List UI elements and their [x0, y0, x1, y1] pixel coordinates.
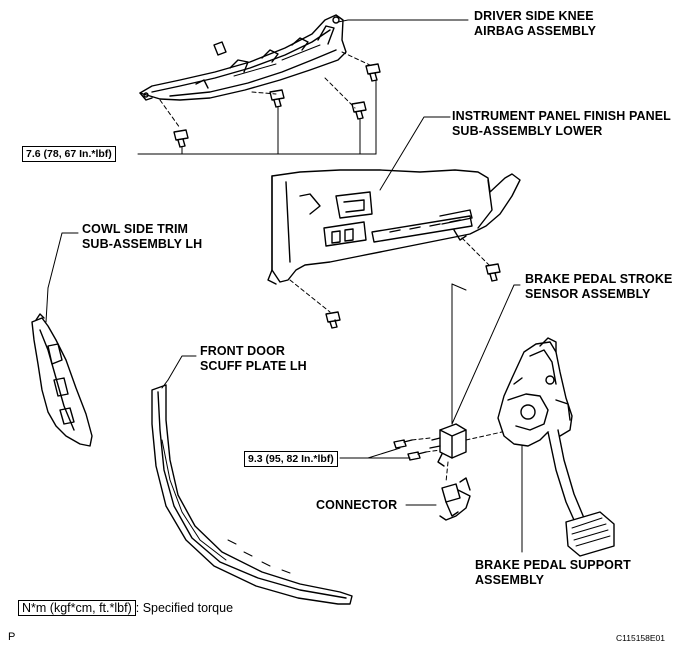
- cowl-side-trim-part: [31, 287, 93, 447]
- bolt-icon: [269, 89, 285, 108]
- torque-spec-sensor-bolts: 9.3 (95, 82 In.*lbf): [244, 451, 338, 467]
- legend-description: : Specified torque: [135, 601, 234, 615]
- label-line: SCUFF PLATE LH: [200, 359, 307, 373]
- label-instrument-panel-finish-panel: INSTRUMENT PANEL FINISH PANEL SUB-ASSEMB…: [452, 109, 671, 139]
- bolt-icon: [351, 101, 367, 120]
- bolt-icon: [485, 263, 501, 282]
- knee-airbag-part: [137, 14, 381, 155]
- label-line: ASSEMBLY: [475, 573, 545, 587]
- label-brake-pedal-support: BRAKE PEDAL SUPPORT ASSEMBLY: [475, 558, 631, 588]
- instrument-panel-part: [267, 169, 521, 329]
- label-line: SUB-ASSEMBLY LH: [82, 237, 203, 251]
- front-door-scuff-plate-part: [151, 379, 353, 605]
- label-front-door-scuff-plate: FRONT DOOR SCUFF PLATE LH: [200, 344, 307, 374]
- footer-mark: P: [8, 631, 16, 643]
- label-connector: CONNECTOR: [316, 498, 398, 512]
- label-line: BRAKE PEDAL STROKE: [525, 272, 673, 286]
- torque-legend: N*m (kgf*cm, ft.*lbf): Specified torque: [18, 599, 233, 617]
- bolt-icon: [325, 311, 341, 329]
- label-line: BRAKE PEDAL SUPPORT: [475, 558, 631, 572]
- label-line: COWL SIDE TRIM: [82, 222, 189, 236]
- brake-pedal-stroke-sensor-part: [339, 283, 521, 521]
- label-cowl-side-trim: COWL SIDE TRIM SUB-ASSEMBLY LH: [82, 222, 202, 252]
- label-brake-pedal-stroke-sensor: BRAKE PEDAL STROKE SENSOR ASSEMBLY: [525, 272, 672, 302]
- label-line: DRIVER SIDE KNEE: [474, 9, 594, 23]
- legend-unit-box: N*m (kgf*cm, ft.*lbf): [18, 600, 136, 616]
- label-line: INSTRUMENT PANEL FINISH PANEL: [452, 109, 671, 123]
- label-driver-side-knee-airbag: DRIVER SIDE KNEE AIRBAG ASSEMBLY: [474, 9, 596, 39]
- torque-spec-airbag-bolts: 7.6 (78, 67 In.*lbf): [22, 146, 116, 162]
- label-line: AIRBAG ASSEMBLY: [474, 24, 597, 38]
- label-line: SENSOR ASSEMBLY: [525, 287, 651, 301]
- label-line: SUB-ASSEMBLY LOWER: [452, 124, 603, 138]
- label-line: FRONT DOOR: [200, 344, 286, 358]
- bolt-icon: [365, 63, 381, 82]
- bolt-icon: [407, 451, 427, 461]
- bolt-icon: [173, 129, 189, 148]
- bolt-icon: [393, 439, 413, 449]
- brake-pedal-support-part: [497, 337, 615, 557]
- figure-id: C115158E01: [616, 633, 665, 643]
